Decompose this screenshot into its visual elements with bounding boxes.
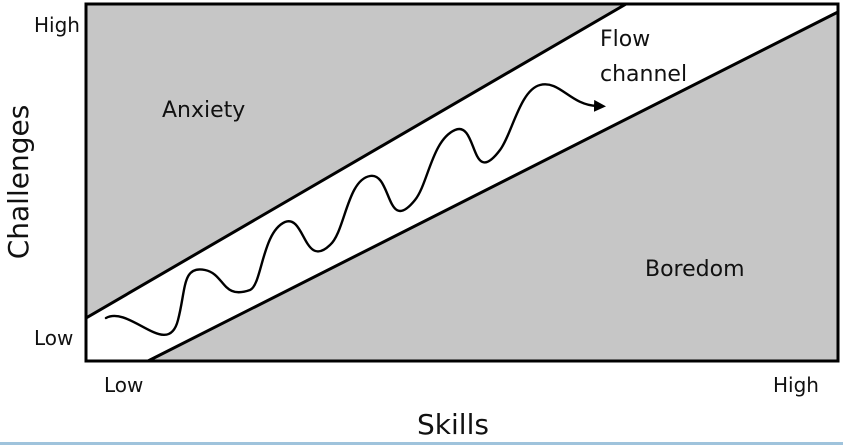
flow-channel-label-line1: Flow xyxy=(600,27,650,52)
x-low-label: Low xyxy=(104,373,143,397)
flow-channel-label-line2: channel xyxy=(600,62,687,87)
flow-path-arrow xyxy=(104,83,606,336)
y-low-label: Low xyxy=(34,326,73,350)
boredom-label: Boredom xyxy=(645,257,745,282)
y-axis-title: Challenges xyxy=(2,105,35,260)
bottom-accent-rule xyxy=(0,442,843,445)
anxiety-label: Anxiety xyxy=(162,98,245,123)
plot-frame xyxy=(84,2,840,363)
x-axis-title: Skills xyxy=(417,408,489,441)
x-high-label: High xyxy=(773,373,819,397)
y-high-label: High xyxy=(34,13,80,37)
